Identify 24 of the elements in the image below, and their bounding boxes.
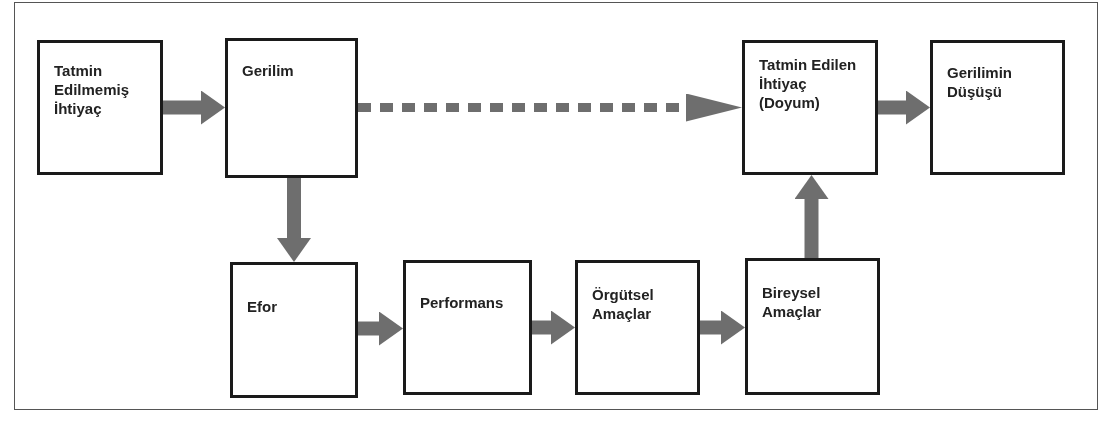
block-arrow (700, 310, 745, 345)
block-arrow (794, 175, 829, 258)
node-text: Efor (247, 297, 277, 316)
block-arrow (878, 90, 930, 125)
node-text: Tatmin Edilmemiş İhtiyaç (54, 61, 131, 118)
block-arrow (358, 311, 403, 346)
process-box (745, 258, 880, 395)
process-box (575, 260, 700, 395)
node-text: Gerilimin Düşüşü (947, 63, 1014, 101)
dashed-arrow (358, 93, 742, 122)
process-box (230, 262, 358, 398)
process-box (403, 260, 532, 395)
node-text: Bireysel Amaçlar (762, 283, 823, 321)
process-box (37, 40, 163, 175)
process-box (930, 40, 1065, 175)
block-arrow (532, 310, 575, 345)
block-arrow (163, 90, 225, 125)
node-text: Tatmin Edilen İhtiyaç (Doyum) (759, 55, 858, 112)
node-text: Performans (420, 293, 504, 312)
process-box (742, 40, 878, 175)
block-arrow (277, 178, 311, 262)
node-text: Gerilim (242, 61, 294, 80)
process-box (225, 38, 358, 178)
node-text: Örgütsel Amaçlar (592, 285, 655, 323)
